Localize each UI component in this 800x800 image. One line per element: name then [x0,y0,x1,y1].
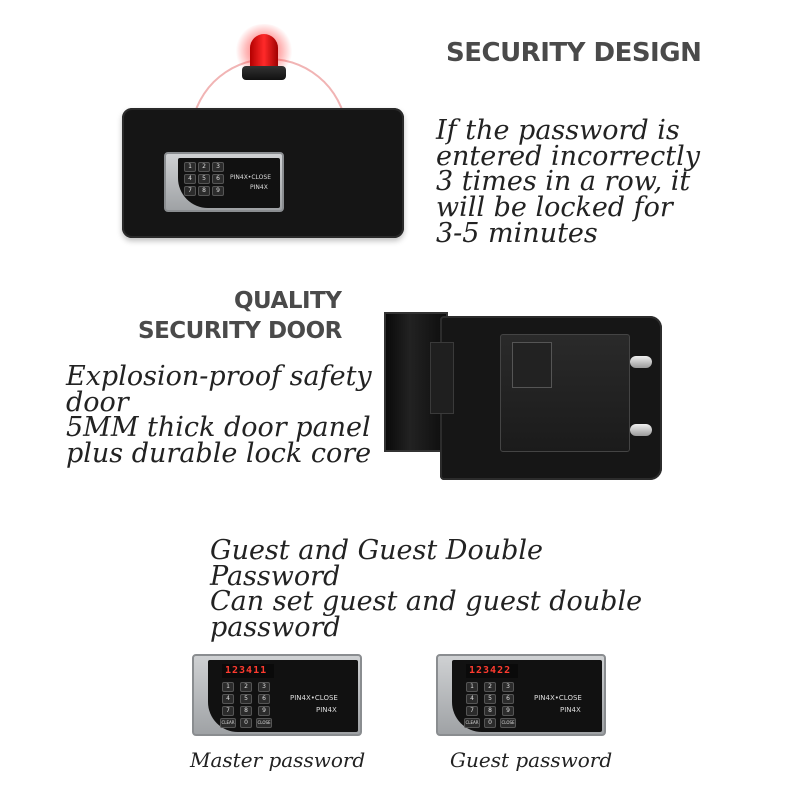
text-line: Guest and Guest Double [210,535,543,566]
keypad-key: 7 [222,706,234,716]
door-bolt [630,424,652,436]
security-description: If the password is entered incorrectly 3… [436,115,701,249]
text-line: will be locked for [436,191,673,223]
keypad-key: 9 [502,706,514,716]
keypad-key: 8 [484,706,496,716]
door-hinge [430,342,454,414]
keypad-key: 5 [198,174,210,184]
keypad-key: 7 [466,706,478,716]
keypad-key: 1 [222,682,234,692]
keypad-key: 1 [466,682,478,692]
text-line: door [66,386,129,418]
keypad-key: 3 [212,162,224,172]
keypad-key: 4 [222,694,234,704]
keypad-key: 1 [184,162,196,172]
keypad-key: 9 [212,186,224,196]
keypad-key: CLOSE [256,718,272,728]
quality-description: Explosion-proof safety door 5MM thick do… [66,361,372,469]
keypad-key: 4 [466,694,478,704]
text-line: password [210,611,341,643]
keypad-key: 5 [484,694,496,704]
keypad-key: 2 [198,162,210,172]
keypad-key: CLEAR [464,718,480,728]
text-line: Explosion-proof safety [66,361,372,392]
brand-label: PIN4X•CLOSE [534,694,582,702]
brand-label: PIN4X [250,184,268,191]
text-line: Can set guest and guest double [210,586,643,618]
keypad-key: 0 [240,718,252,728]
password-description: Guest and Guest Double Password Can set … [210,535,643,643]
text-line: 3 times in a row, it [436,166,691,198]
password-display: 123422 [466,664,518,678]
keypad-key: 3 [258,682,270,692]
master-password-caption: Master password [190,748,366,772]
keypad-key: 8 [198,186,210,196]
safe-keypad-panel: 1 2 3 4 5 6 7 8 9 PIN4X•CLOSE PIN4X [164,152,284,212]
keypad-key: 7 [184,186,196,196]
password-display: 123411 [222,664,274,678]
brand-label: PIN4X•CLOSE [290,694,338,702]
text-line: 3-5 minutes [436,217,598,249]
safe-top-view: 1 2 3 4 5 6 7 8 9 PIN4X•CLOSE PIN4X [122,108,404,238]
keypad-key: 3 [502,682,514,692]
security-design-heading: SECURITY DESIGN [446,38,702,68]
keypad-key: CLOSE [500,718,516,728]
keypad-key: 4 [184,174,196,184]
keypad-key: 5 [240,694,252,704]
keypad-key: 6 [212,174,224,184]
keypad-key: 2 [240,682,252,692]
text-line: Password [210,560,341,592]
security-door-heading: SECURITY DOOR [138,318,342,344]
lock-box [512,342,552,388]
keypad-key: 6 [502,694,514,704]
text-line: If the password is [436,115,680,146]
guest-password-caption: Guest password [450,748,613,772]
alarm-light-icon [234,24,294,90]
keypad-key: 6 [258,694,270,704]
brand-label: PIN4X [560,706,581,714]
door-bolt [630,356,652,368]
quality-heading: QUALITY [234,288,342,314]
guest-keypad-panel: 123422 1 2 3 4 5 6 7 8 9 CLEAR 0 CLOSE P… [436,654,606,736]
master-keypad-panel: 123411 1 2 3 4 5 6 7 8 9 CLEAR 0 CLOSE P… [192,654,362,736]
keypad-key: 0 [484,718,496,728]
text-line: plus durable lock core [66,437,372,469]
keypad-key: CLEAR [220,718,236,728]
text-line: entered incorrectly [436,140,701,172]
brand-label: PIN4X•CLOSE [230,174,271,181]
brand-label: PIN4X [316,706,337,714]
text-line: 5MM thick door panel [66,412,371,444]
keypad-key: 8 [240,706,252,716]
keypad-key: 9 [258,706,270,716]
keypad-key: 2 [484,682,496,692]
